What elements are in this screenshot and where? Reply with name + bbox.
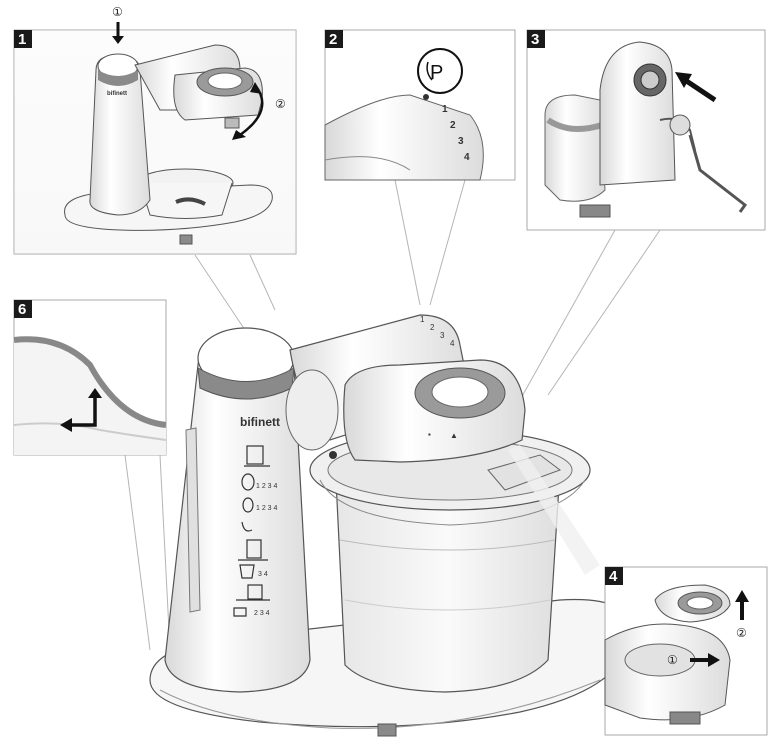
pulse-symbol-icon: P: [430, 62, 443, 84]
callout-2: ②: [275, 97, 286, 111]
icon-speed-label: 2 3 4: [254, 610, 270, 617]
beater-icon: [242, 497, 254, 513]
attachment-icon-column: [233, 445, 270, 617]
cup-icon: [239, 564, 255, 579]
speed-4: 4: [464, 152, 470, 163]
brand-logo: bifinett: [240, 415, 280, 429]
base-foot: [377, 723, 397, 737]
panel-6: 6: [13, 299, 167, 456]
cord-route-arrow-icon: [70, 395, 97, 427]
speed-4-label: 4: [450, 339, 455, 348]
panel-3: 3: [526, 29, 766, 231]
speed-1: 1: [442, 104, 448, 115]
meat-grinder-icon: [236, 584, 270, 601]
panel-3-number: 3: [531, 31, 539, 48]
icon-speed-label: 1 2 3 4: [256, 483, 278, 490]
callout-1: ①: [667, 653, 678, 667]
main-mixer: bifinett 1 2 3 4 1 2 3 4 3 4 2 3 4 1 2 3…: [149, 314, 632, 737]
panel-1: 1 ① ② bifinett: [13, 5, 297, 255]
icon-speed-label: 1 2 3 4: [256, 505, 278, 512]
speed-3-label: 3: [440, 331, 445, 340]
callout-1: ①: [112, 5, 123, 19]
arm-speed-scale: 1 2 3 4: [420, 315, 455, 348]
brand-logo-small: bifinett: [107, 91, 127, 97]
mixer-stand-icon: [244, 445, 270, 467]
speed-2: 2: [450, 120, 456, 131]
lock-icon: ▪: [428, 430, 431, 439]
panel-4-number: 4: [609, 568, 618, 585]
column-side-slot: [185, 427, 201, 613]
speed-1-label: 1: [420, 315, 425, 324]
mixing-bowl: [309, 429, 591, 693]
panel-2: 2 P 1 2 3 4: [324, 29, 516, 181]
speed-2-label: 2: [430, 323, 435, 332]
connector-lines: [124, 179, 661, 651]
panel-4: 4 ① ②: [604, 566, 768, 736]
blender-stand-icon: [238, 539, 268, 561]
panel-6-number: 6: [18, 301, 26, 318]
panel-2-number: 2: [329, 31, 337, 48]
arrow-up-icon: ▲: [450, 431, 458, 440]
panel-1-number: 1: [18, 31, 26, 48]
dough-hook-icon: [241, 521, 253, 532]
whisk-icon: [241, 473, 255, 491]
slicer-icon: [233, 607, 247, 617]
speed-3: 3: [458, 136, 464, 147]
insert-arrow-icon: [683, 77, 717, 103]
icon-speed-label: 3 4: [258, 571, 268, 578]
callout-2: ②: [736, 626, 747, 640]
